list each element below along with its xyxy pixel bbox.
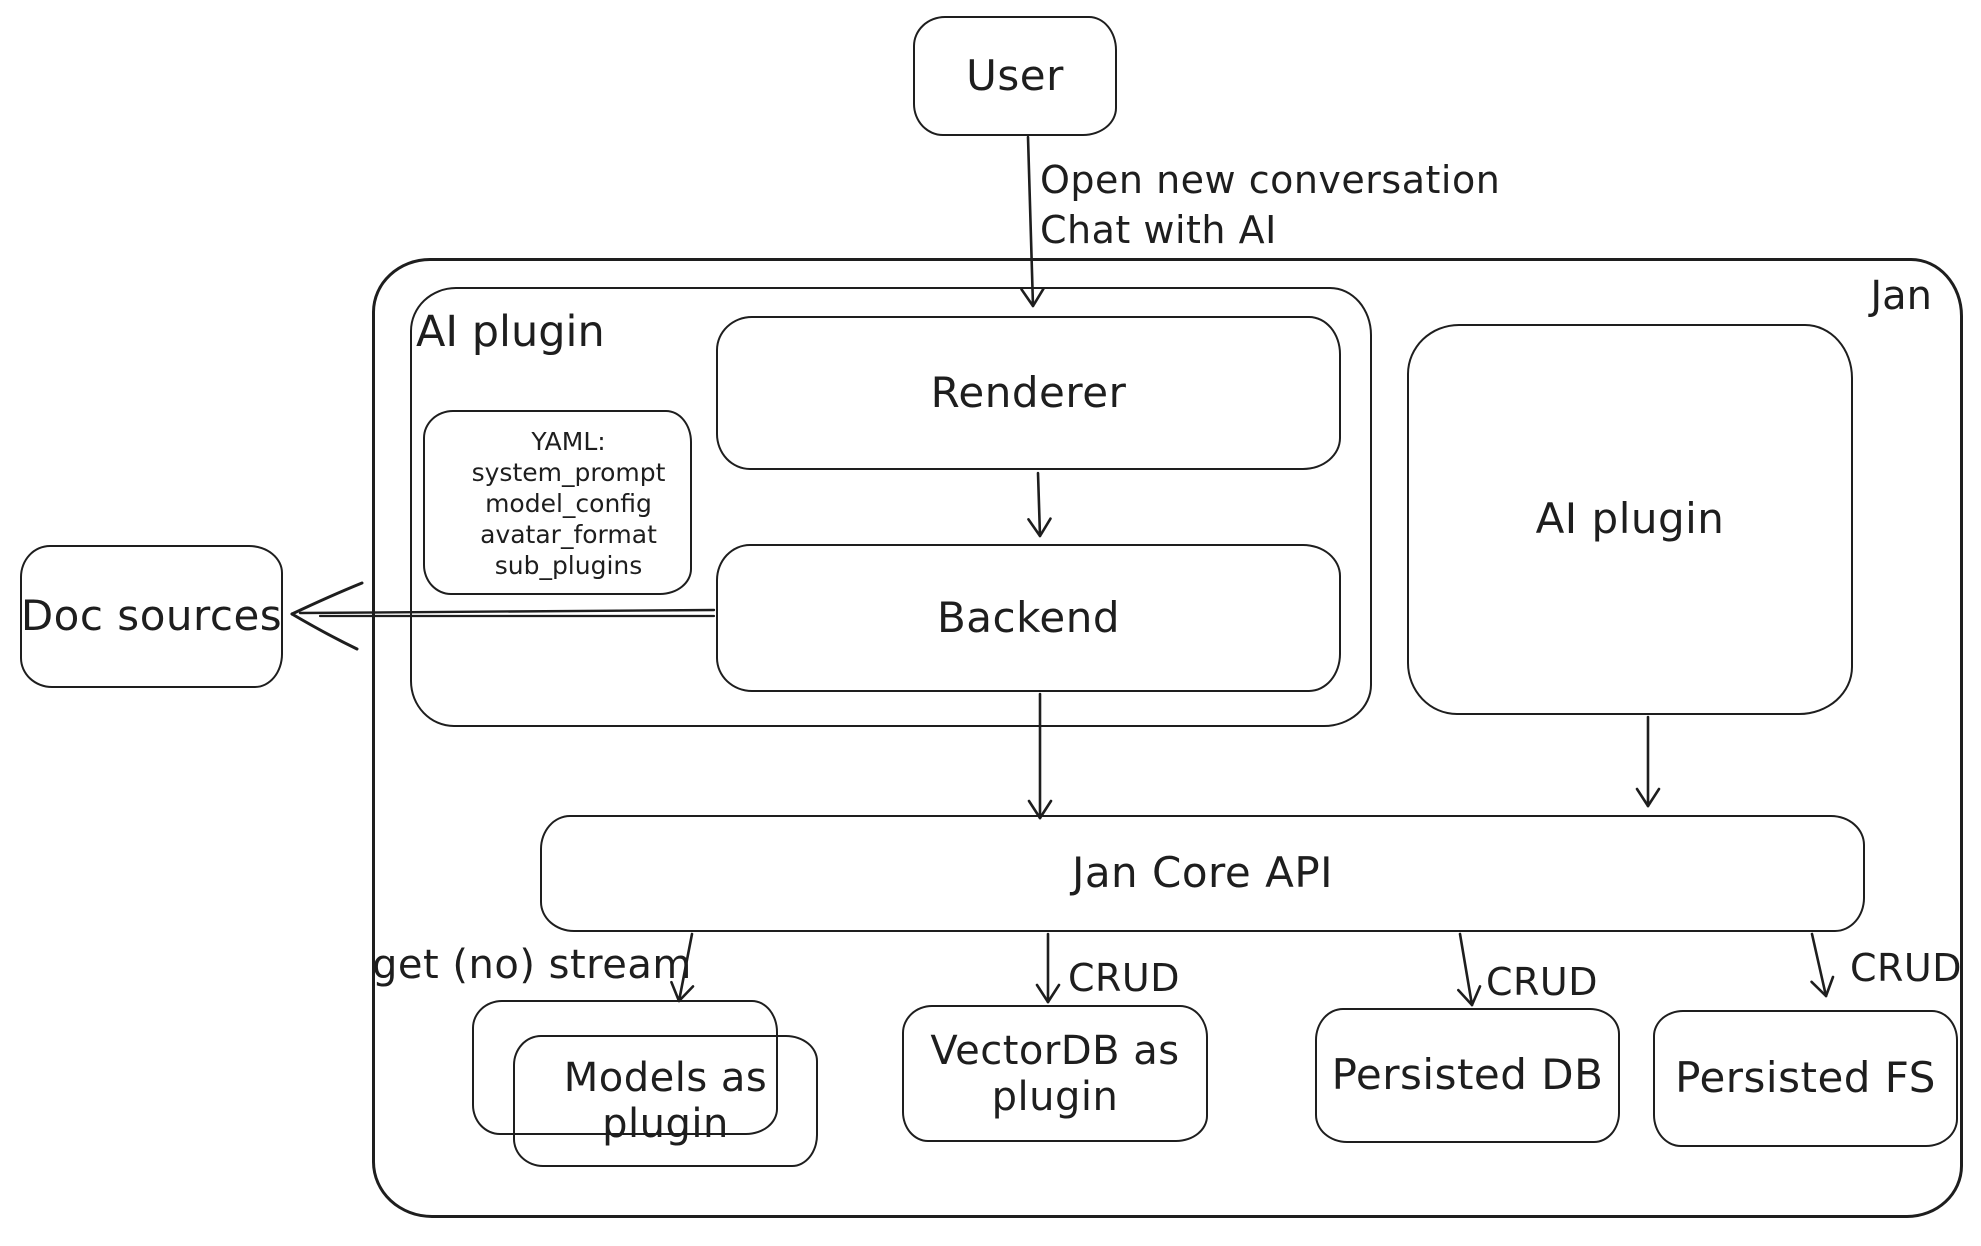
- node-backend: Backend: [716, 544, 1341, 692]
- yaml-note-line: avatar_format: [480, 520, 657, 549]
- node-models-as-plugin-back: [472, 1000, 778, 1135]
- jan-container-label: Jan: [1870, 273, 1932, 319]
- edge-label-chat-with-ai: Chat with AI: [1040, 208, 1277, 252]
- node-jan-core-api-label: Jan Core API: [1071, 848, 1334, 898]
- edge-label-crud-persisted-db: CRUD: [1486, 960, 1599, 1004]
- node-persisted-fs: Persisted FS: [1653, 1010, 1958, 1147]
- node-user-label: User: [966, 50, 1064, 100]
- node-renderer: Renderer: [716, 316, 1341, 470]
- node-ai-plugin: AI plugin: [1407, 324, 1853, 715]
- edge-label-get-no-stream: get (no) stream: [372, 942, 692, 988]
- yaml-note-line: sub_plugins: [494, 551, 643, 580]
- node-doc-sources: Doc sources: [20, 545, 283, 688]
- yaml-note: YAML: system_prompt model_config avatar_…: [423, 410, 692, 595]
- yaml-note-line: model_config: [485, 489, 652, 518]
- node-models-as-plugin: Models as plugin: [513, 1035, 818, 1167]
- ai-plugin-container-label: AI plugin: [416, 307, 605, 357]
- node-doc-sources-label: Doc sources: [20, 591, 283, 641]
- edge-label-crud-persisted-fs: CRUD: [1850, 946, 1963, 990]
- node-user: User: [913, 16, 1117, 136]
- node-models-as-plugin-label: Models as plugin: [563, 1055, 768, 1147]
- node-renderer-label: Renderer: [930, 367, 1127, 417]
- edge-label-crud-vectordb: CRUD: [1068, 956, 1181, 1000]
- node-backend-label: Backend: [936, 592, 1121, 642]
- node-jan-core-api: Jan Core API: [540, 815, 1865, 932]
- ai-plugin-container: AI plugin: [410, 287, 1372, 727]
- node-persisted-db: Persisted DB: [1315, 1008, 1620, 1143]
- yaml-note-line: YAML:: [531, 427, 606, 456]
- jan-container: Jan: [372, 258, 1963, 1218]
- node-persisted-fs-label: Persisted FS: [1675, 1053, 1936, 1103]
- node-ai-plugin-label: AI plugin: [1535, 494, 1725, 544]
- edge-label-open-new-conversation: Open new conversation: [1040, 158, 1501, 202]
- node-persisted-db-label: Persisted DB: [1331, 1050, 1604, 1100]
- node-vectordb-as-plugin-label: VectorDB as plugin: [930, 1027, 1180, 1120]
- yaml-note-line: system_prompt: [471, 458, 666, 487]
- node-vectordb-as-plugin: VectorDB as plugin: [902, 1005, 1208, 1142]
